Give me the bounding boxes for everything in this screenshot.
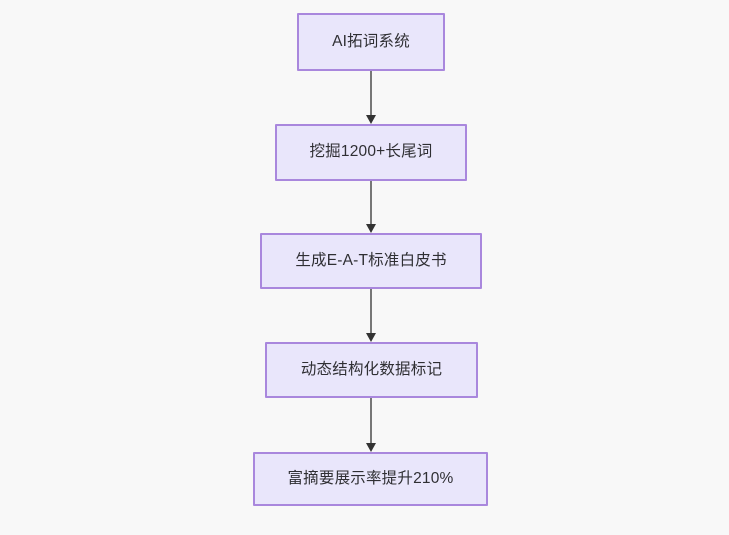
flow-edge-line xyxy=(370,71,372,116)
flow-node-mine-longtail-keywords[interactable]: 挖掘1200+长尾词 xyxy=(275,124,467,181)
flow-node-dynamic-structured-data[interactable]: 动态结构化数据标记 xyxy=(265,342,478,398)
arrow-head-icon xyxy=(366,333,376,342)
flow-node-label: 动态结构化数据标记 xyxy=(300,360,443,378)
flow-node-label: 生成E-A-T标准白皮书 xyxy=(295,251,447,269)
flow-node-label: 富摘要展示率提升210% xyxy=(287,469,454,487)
arrow-head-icon xyxy=(366,443,376,452)
arrow-head-icon xyxy=(366,115,376,124)
flow-edge-line xyxy=(370,398,372,444)
flow-node-label: 挖掘1200+长尾词 xyxy=(309,143,433,161)
flow-node-generate-eat-whitepaper[interactable]: 生成E-A-T标准白皮书 xyxy=(260,233,482,289)
flow-node-ai-keyword-system[interactable]: AI拓词系统 xyxy=(297,13,445,71)
flow-edge-line xyxy=(370,289,372,334)
flow-node-label: AI拓词系统 xyxy=(332,32,410,50)
flow-edge-line xyxy=(370,181,372,225)
flow-node-rich-snippet-result[interactable]: 富摘要展示率提升210% xyxy=(253,452,488,506)
arrow-head-icon xyxy=(366,224,376,233)
